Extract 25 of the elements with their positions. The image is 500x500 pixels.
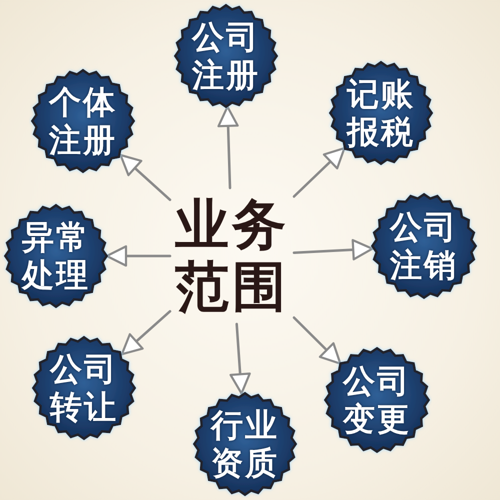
arrow [292,316,342,365]
starburst-badge [327,59,435,167]
starburst-badge [2,202,110,310]
arrow [292,239,374,260]
starburst-badge [29,67,137,175]
starburst-badge [172,2,280,110]
service-label: 记账报税 [345,75,416,151]
starburst-badge [30,334,138,442]
service-label: 公司转让 [48,350,119,426]
arrow [230,322,251,395]
starburst-badge [322,345,432,455]
arrow [292,146,346,198]
starburst-badge [369,191,479,301]
arrow [119,154,172,202]
service-label: 公司注销 [388,208,459,284]
service-label: 个体注册 [48,83,118,159]
arrow [120,310,172,356]
arrow [217,105,239,190]
title-text: 业务范围 [170,188,294,324]
service-label: 公司注册 [190,18,261,94]
service-label: 行业资质 [209,406,280,482]
service-label: 公司变更 [342,362,412,438]
service-label: 异常处理 [20,218,91,294]
arrow [106,245,172,267]
starburst-badge [191,390,299,498]
